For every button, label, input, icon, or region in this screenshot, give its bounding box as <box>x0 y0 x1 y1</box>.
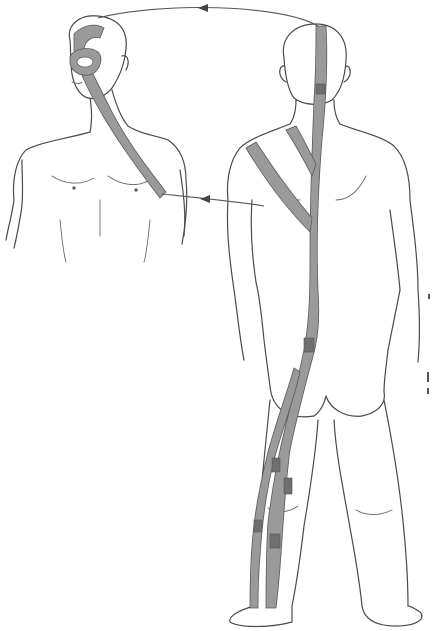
calf-marker <box>254 520 262 532</box>
edge-marks <box>427 294 430 394</box>
back-torso-outline <box>256 282 400 392</box>
connector-arrows <box>98 4 318 206</box>
chest-connector-line <box>162 194 264 206</box>
head-marker <box>316 84 325 94</box>
chest-connector-arrowhead <box>200 195 210 203</box>
back-meridian-band <box>266 26 327 608</box>
knee-marker-b <box>284 478 292 494</box>
front-figure <box>6 16 187 262</box>
knee-marker-a <box>272 458 280 472</box>
sacral-marker <box>304 338 314 352</box>
back-figure <box>227 24 421 627</box>
head-connector-arrowhead <box>198 4 208 12</box>
back-feet <box>230 606 422 627</box>
back-upper-branch <box>286 126 316 176</box>
front-chest <box>52 176 152 185</box>
ankle-marker <box>270 534 280 548</box>
